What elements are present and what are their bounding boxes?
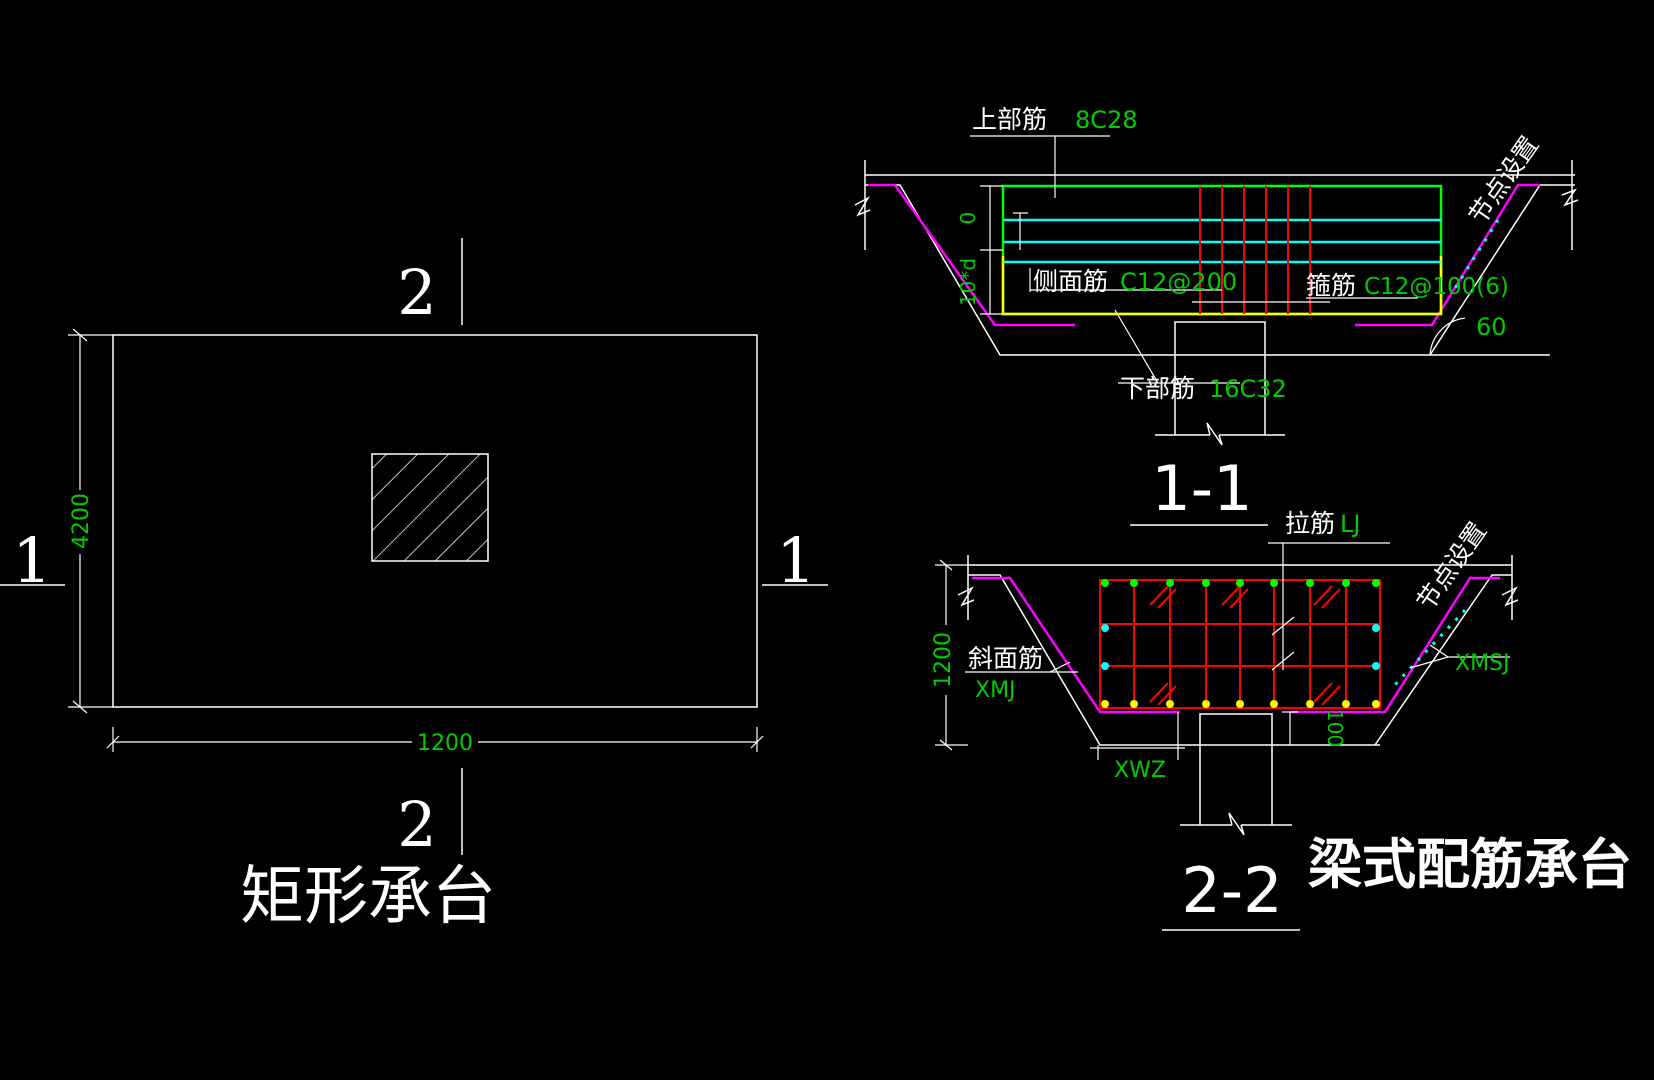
bottom-bar-value: 16C32: [1209, 375, 1287, 403]
angle-arc: [1429, 317, 1466, 356]
bottom-bar-label: 下部筋: [1120, 374, 1195, 403]
stirrup-label: 箍筋: [1306, 271, 1356, 300]
slope-bar-left-2: [972, 576, 1180, 714]
top-bar-label: 上部筋: [972, 105, 1047, 134]
section-mark-1-left: 1: [12, 524, 51, 597]
dim-xwz: XWZ: [1114, 758, 1166, 783]
beam-cap-title: 梁式配筋承台: [1308, 833, 1632, 896]
side-bar-label: 侧面筋: [1033, 267, 1108, 296]
top-bar-value: 8C28: [1075, 106, 1138, 134]
dim-zero: 0: [956, 212, 980, 225]
section-2-2: 1200 100 XWZ 拉筋 LJ 斜面筋 XMJ XMSJ 节点设置 2-2…: [930, 509, 1632, 931]
section-1-1-dims: [980, 185, 1028, 315]
stirrups-1-1: [1199, 186, 1311, 314]
section-1-1-leaders: [970, 135, 1418, 384]
slope-stirrup-value: XMSJ: [1455, 651, 1510, 676]
angle-value: 60: [1476, 313, 1507, 341]
section-2-2-label: 2-2: [1181, 854, 1282, 927]
section-mark-1-right: 1: [776, 524, 815, 597]
section-2-2-outline: [957, 555, 1519, 836]
slope-bar-right: [1355, 183, 1540, 327]
side-bar-value: C12@200: [1120, 268, 1237, 296]
slope-bar-value: XMJ: [975, 678, 1016, 703]
rebar-dots-top: [1101, 579, 1380, 587]
section-mark-2-top: 2: [397, 256, 436, 329]
plan-view: 1 1 2 2 4200 1200 矩形承台: [0, 238, 828, 934]
plan-outline: [112, 334, 758, 708]
dim-height-2: 1200: [931, 632, 956, 688]
plan-dim-width-text: 1200: [417, 731, 473, 756]
stirrup-value: C12@100(6): [1364, 274, 1509, 300]
slope-bar-right-2: [1290, 576, 1500, 714]
plan-dim-height-text: 4200: [69, 493, 94, 549]
dim-anchor: 10*d: [956, 258, 980, 306]
rebar-dots-side: [1101, 624, 1380, 670]
plan-title: 矩形承台: [240, 860, 496, 934]
section-mark-2-bottom: 2: [397, 788, 436, 861]
section-1-1-label: 1-1: [1151, 452, 1252, 525]
column-hatch: [371, 453, 489, 562]
rebar-dots-bottom: [1101, 700, 1380, 708]
tie-label: 拉筋: [1285, 509, 1335, 538]
dim-cover: 100: [1323, 709, 1347, 747]
slope-bar-label: 斜面筋: [968, 644, 1043, 673]
tie-value: LJ: [1340, 510, 1360, 538]
slope-bar-left: [868, 183, 1075, 327]
